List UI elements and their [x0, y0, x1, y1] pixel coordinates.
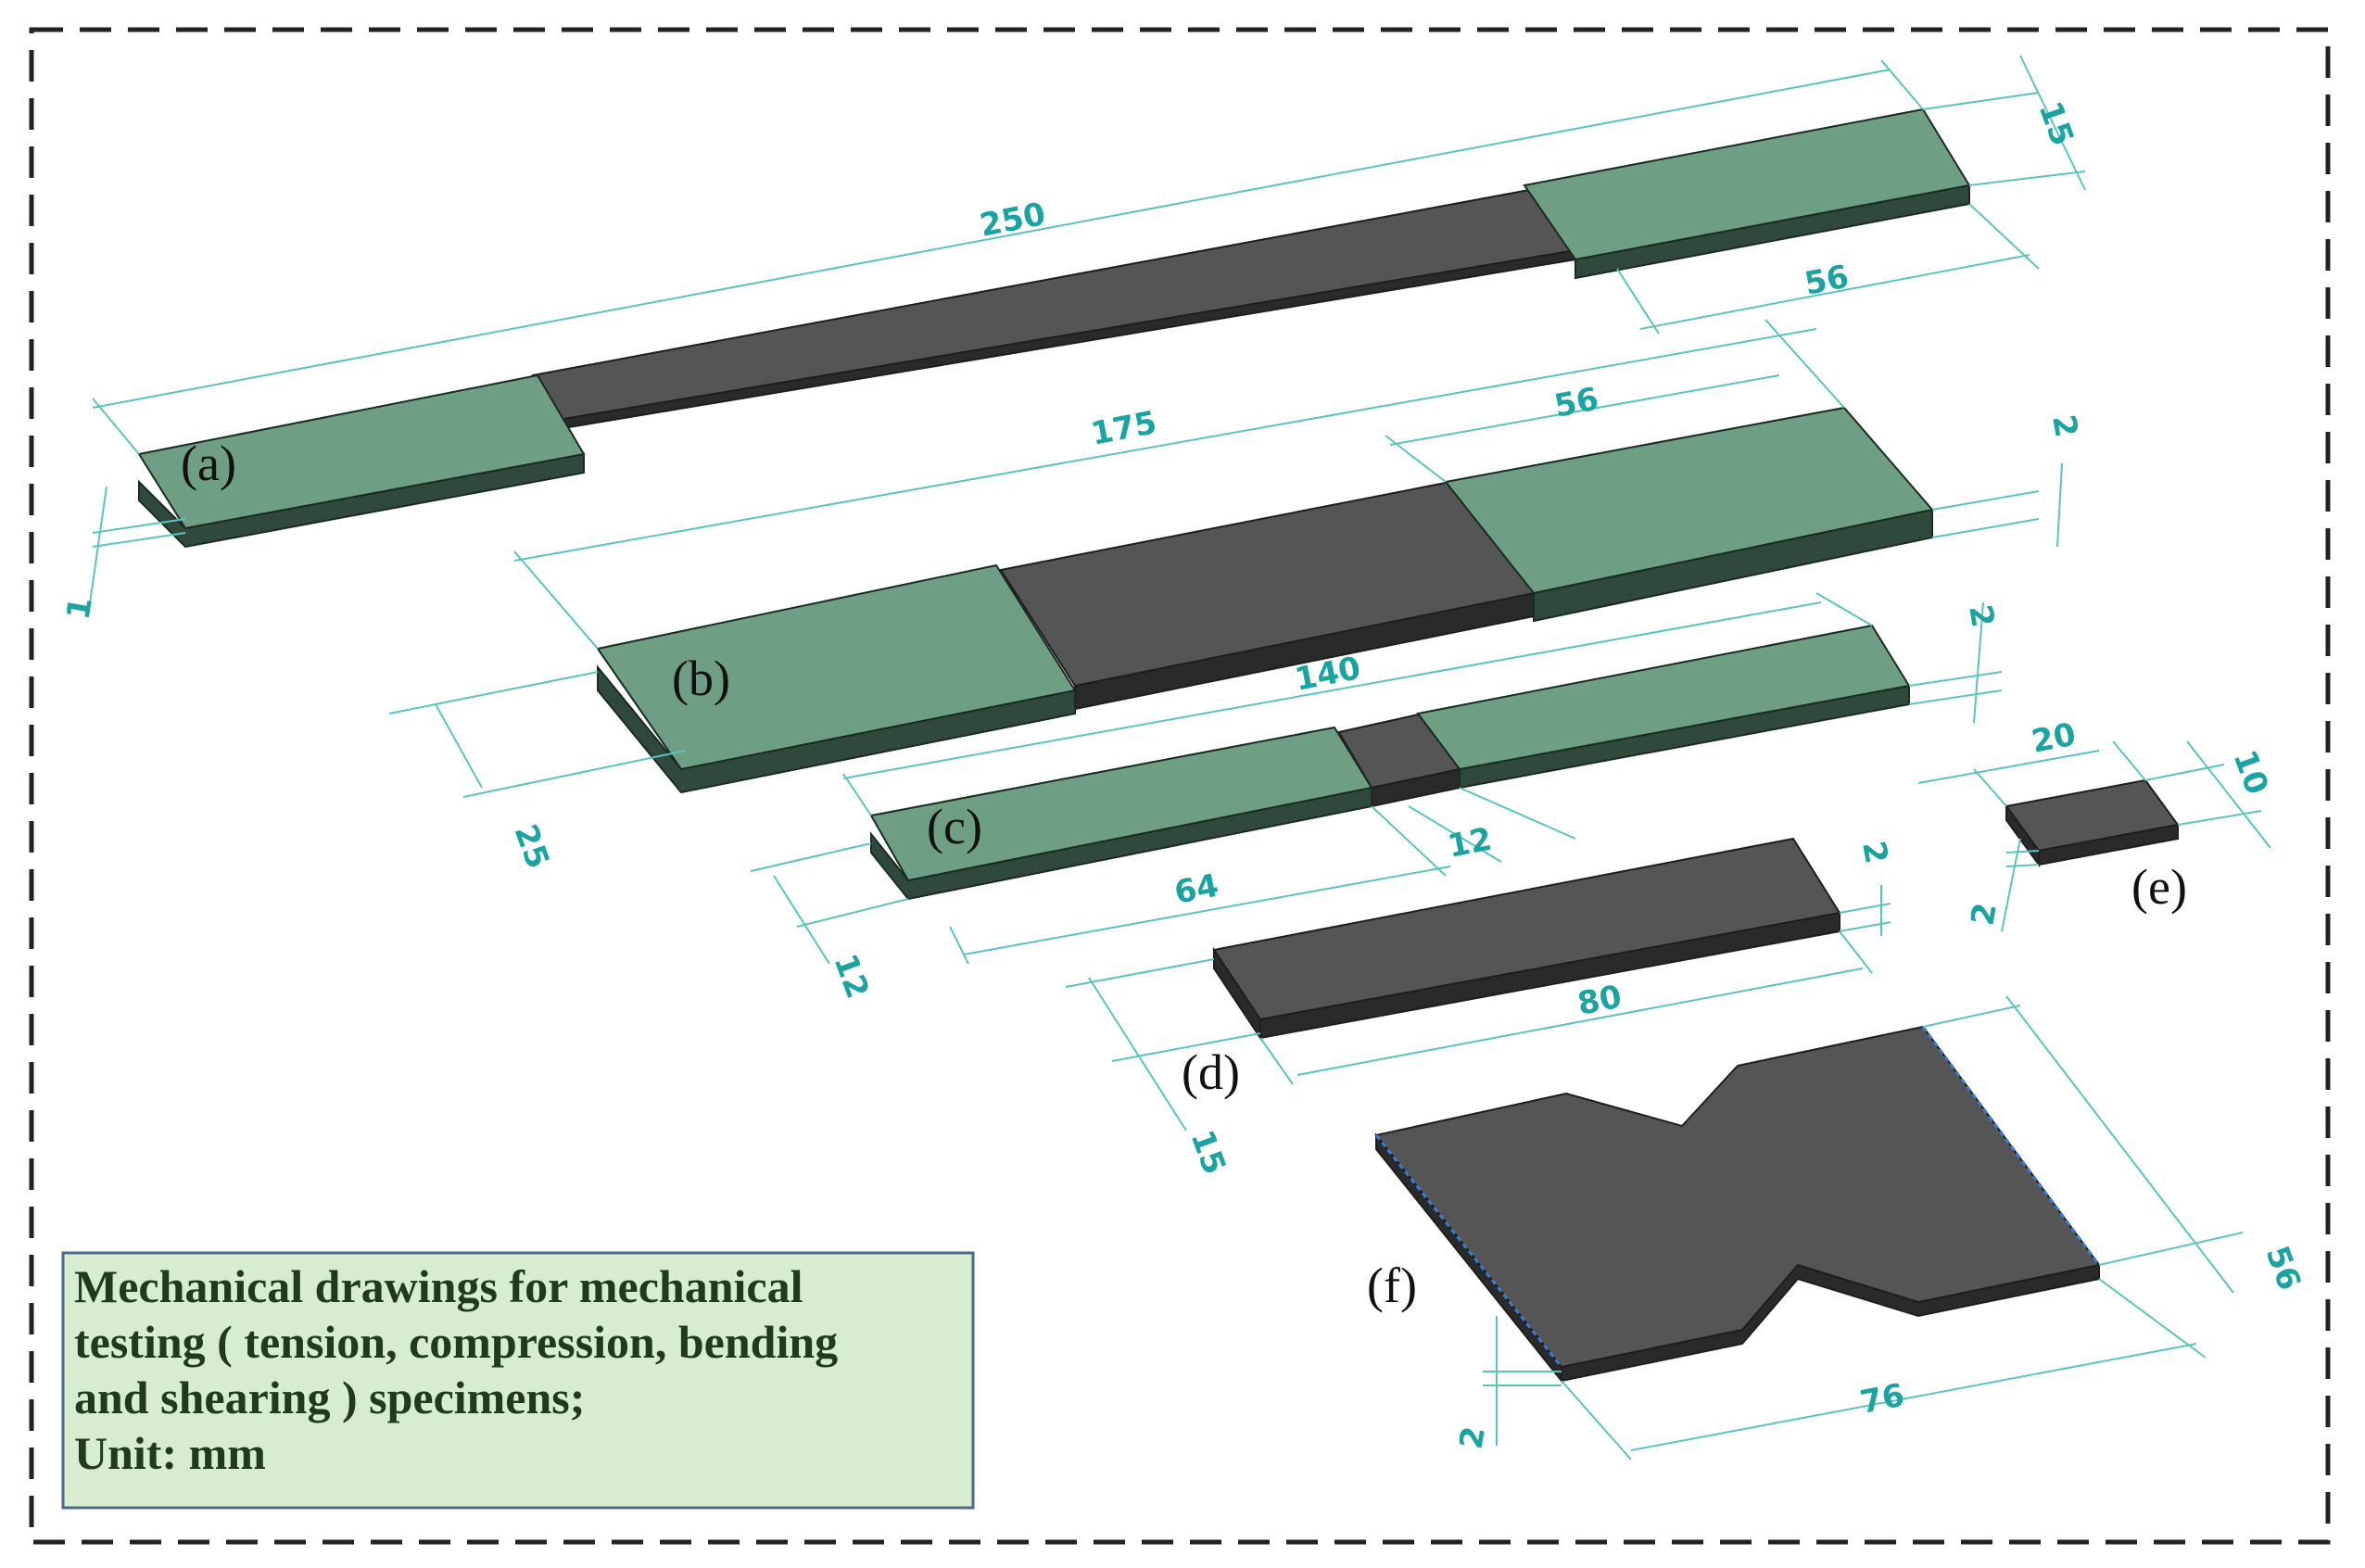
dim-e-length: 20 — [2029, 716, 2079, 761]
caption-box: Mechanical drawings for mechanical testi… — [61, 1251, 975, 1510]
dims-f — [1483, 995, 2244, 1461]
dim-e-thickness: 2 — [1964, 900, 2005, 928]
dim-a-thickness: 1 — [59, 594, 100, 622]
label-a: (a) — [181, 436, 236, 491]
dim-d-width: 15 — [1183, 1125, 1233, 1179]
dims-d — [1065, 885, 1891, 1132]
dim-b-thickness: 2 — [2044, 412, 2085, 440]
dim-f-thickness: 2 — [1452, 1423, 1493, 1451]
dim-f-width: 56 — [2258, 1241, 2308, 1295]
label-c: (c) — [927, 799, 982, 854]
dim-a-grip: 56 — [1802, 259, 1852, 303]
specimen-c — [869, 624, 1911, 901]
caption-line-2: testing ( tension, compression, bending — [74, 1316, 838, 1368]
dims-b — [388, 319, 2063, 798]
dims-a — [87, 55, 2086, 617]
dim-c-thickness: 2 — [1961, 602, 2002, 630]
caption-background — [61, 1251, 975, 1510]
specimen-e — [2005, 778, 2180, 868]
dim-d-length: 80 — [1575, 979, 1625, 1023]
dims-c — [750, 592, 2003, 965]
dim-c-grip: 64 — [1171, 867, 1221, 912]
f-edge-left — [1374, 1134, 1563, 1368]
specimen-b — [596, 406, 1934, 794]
label-f: (f) — [1367, 1258, 1417, 1313]
f-edge-right — [1921, 1026, 2101, 1266]
specimen-a — [137, 107, 1971, 549]
dims-e — [1917, 740, 2271, 932]
dim-f-length: 76 — [1857, 1377, 1907, 1422]
dim-a-width: 15 — [2031, 96, 2081, 150]
dim-b-width: 25 — [507, 819, 557, 873]
dim-c-width: 12 — [827, 949, 877, 1003]
dim-b-length: 175 — [1088, 404, 1159, 453]
caption-line-1: Mechanical drawings for mechanical — [74, 1260, 803, 1312]
label-b: (b) — [672, 651, 730, 706]
caption-line-3: and shearing ) specimens; — [74, 1372, 585, 1423]
dashed-frame — [29, 27, 2331, 1545]
label-d: (d) — [1182, 1044, 1240, 1100]
dim-c-gauge: 12 — [1445, 821, 1495, 866]
specimen-d — [1212, 837, 1841, 1042]
caption-line-4: Unit: mm — [74, 1427, 266, 1479]
dim-b-grip: 56 — [1551, 381, 1601, 425]
dim-e-width: 10 — [2226, 745, 2276, 799]
specimen-f — [1374, 1025, 2101, 1384]
dim-d-thickness: 2 — [1854, 839, 1895, 866]
dim-a-length: 250 — [977, 196, 1048, 245]
label-e: (e) — [2131, 859, 2187, 915]
